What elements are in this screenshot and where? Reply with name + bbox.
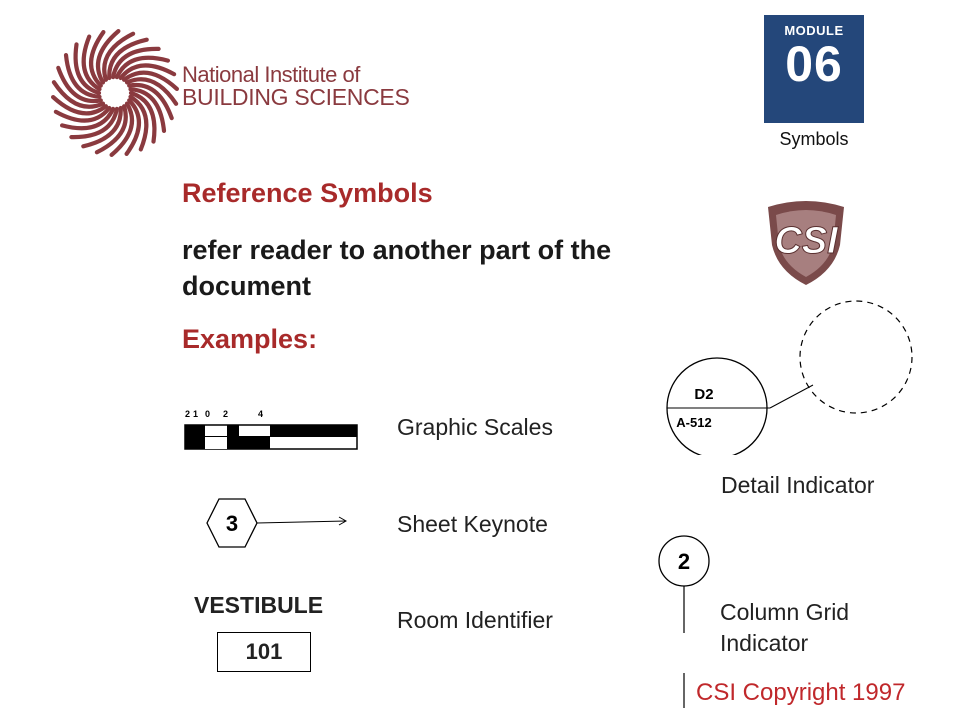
swirl-stroke bbox=[73, 42, 102, 96]
swirl-stroke bbox=[128, 87, 167, 133]
scale-tick-label: 1 bbox=[193, 409, 198, 419]
swirl-stroke bbox=[124, 77, 179, 106]
sheet-keynote-label: Sheet Keynote bbox=[397, 511, 548, 537]
detail-number: D2 bbox=[694, 386, 713, 403]
column-grid-label-line-1: Column Grid bbox=[720, 599, 850, 625]
swirl-stroke bbox=[56, 65, 103, 104]
nibs-logo-text: National Institute of BUILDING SCIENCES bbox=[182, 62, 410, 110]
swirl-stroke bbox=[114, 55, 170, 80]
scale-tick-label: 4 bbox=[258, 409, 263, 419]
sheet-keynote-icon: 3 bbox=[206, 498, 348, 548]
swirl-stroke bbox=[95, 29, 121, 85]
room-number: 101 bbox=[217, 632, 311, 672]
csi-logo-text: CSI bbox=[774, 220, 839, 262]
swirl-stroke bbox=[94, 104, 128, 155]
scale-tick-label: 2 bbox=[185, 409, 190, 419]
column-grid-indicator-icon: 2 bbox=[658, 535, 710, 708]
swirl-stroke bbox=[51, 80, 106, 109]
swirl-stroke bbox=[102, 31, 136, 82]
nibs-logo-icon bbox=[51, 29, 179, 157]
swirl-stroke bbox=[51, 95, 108, 116]
description-line-2: document bbox=[182, 271, 312, 301]
swirl-stroke bbox=[107, 37, 149, 81]
logo-line-2: BUILDING SCIENCES bbox=[182, 84, 410, 110]
swirl-stroke bbox=[124, 98, 142, 156]
copyright-text: CSI Copyright 1997 bbox=[696, 679, 906, 706]
swirl-stroke bbox=[118, 63, 177, 81]
keynote-number: 3 bbox=[226, 511, 238, 536]
graphic-scales-label: Graphic Scales bbox=[397, 414, 553, 440]
module-number: 06 bbox=[785, 36, 843, 92]
csi-shield-logo-icon: CSI bbox=[768, 201, 844, 285]
swirl-stroke bbox=[69, 106, 119, 140]
swirl-stroke bbox=[111, 46, 161, 80]
scale-tick-label: 0 bbox=[205, 409, 210, 419]
section-title: Reference Symbols bbox=[182, 178, 433, 208]
swirl-stroke bbox=[109, 101, 135, 157]
swirl-stroke bbox=[122, 70, 179, 91]
description-line-1: refer reader to another part of the bbox=[182, 235, 612, 265]
swirl-stroke bbox=[127, 82, 174, 121]
room-identifier-label: Room Identifier bbox=[397, 607, 553, 633]
scale-tick-label: 2 bbox=[223, 409, 228, 419]
logo-line-1: National Institute of bbox=[182, 62, 360, 87]
module-badge: MODULE 06 bbox=[764, 15, 864, 123]
detail-sheet: A-512 bbox=[676, 415, 711, 430]
column-grid-number: 2 bbox=[678, 549, 690, 574]
detail-indicator-label: Detail Indicator bbox=[721, 472, 875, 498]
swirl-stroke bbox=[81, 105, 123, 149]
swirl-stroke bbox=[81, 34, 102, 92]
examples-heading: Examples: bbox=[182, 324, 318, 354]
swirl-stroke bbox=[60, 106, 116, 131]
swirl-stroke bbox=[53, 105, 112, 123]
room-name: VESTIBULE bbox=[194, 592, 324, 618]
module-label: MODULE bbox=[784, 23, 844, 38]
swirl-stroke bbox=[88, 30, 106, 88]
column-grid-label-line-2: Indicator bbox=[720, 630, 809, 656]
swirl-stroke bbox=[128, 94, 149, 152]
detail-indicator-icon: D2 A-512 bbox=[666, 300, 913, 455]
swirl-stroke bbox=[63, 53, 102, 99]
swirl-stroke bbox=[128, 90, 157, 144]
graphic-scale-icon: 2 1 0 2 4 bbox=[184, 409, 358, 450]
module-caption: Symbols bbox=[779, 129, 849, 149]
